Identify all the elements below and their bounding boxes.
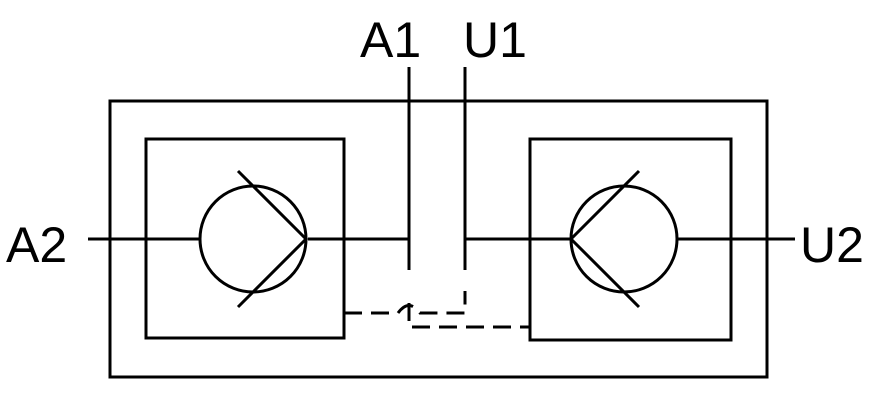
left-check-valve-seat <box>236 169 309 309</box>
pilot-line-left <box>344 291 467 315</box>
right-check-valve-ball <box>569 184 679 294</box>
right-check-valve-seat <box>568 169 641 309</box>
port-label-a2: A2 <box>6 217 67 273</box>
left-check-valve-ball <box>198 184 308 294</box>
port-label-u2: U2 <box>800 217 864 273</box>
port-label-u1: U1 <box>463 12 527 68</box>
pilot-line-right <box>407 303 530 329</box>
outer-housing <box>108 99 769 379</box>
port-label-a1: A1 <box>360 12 421 68</box>
